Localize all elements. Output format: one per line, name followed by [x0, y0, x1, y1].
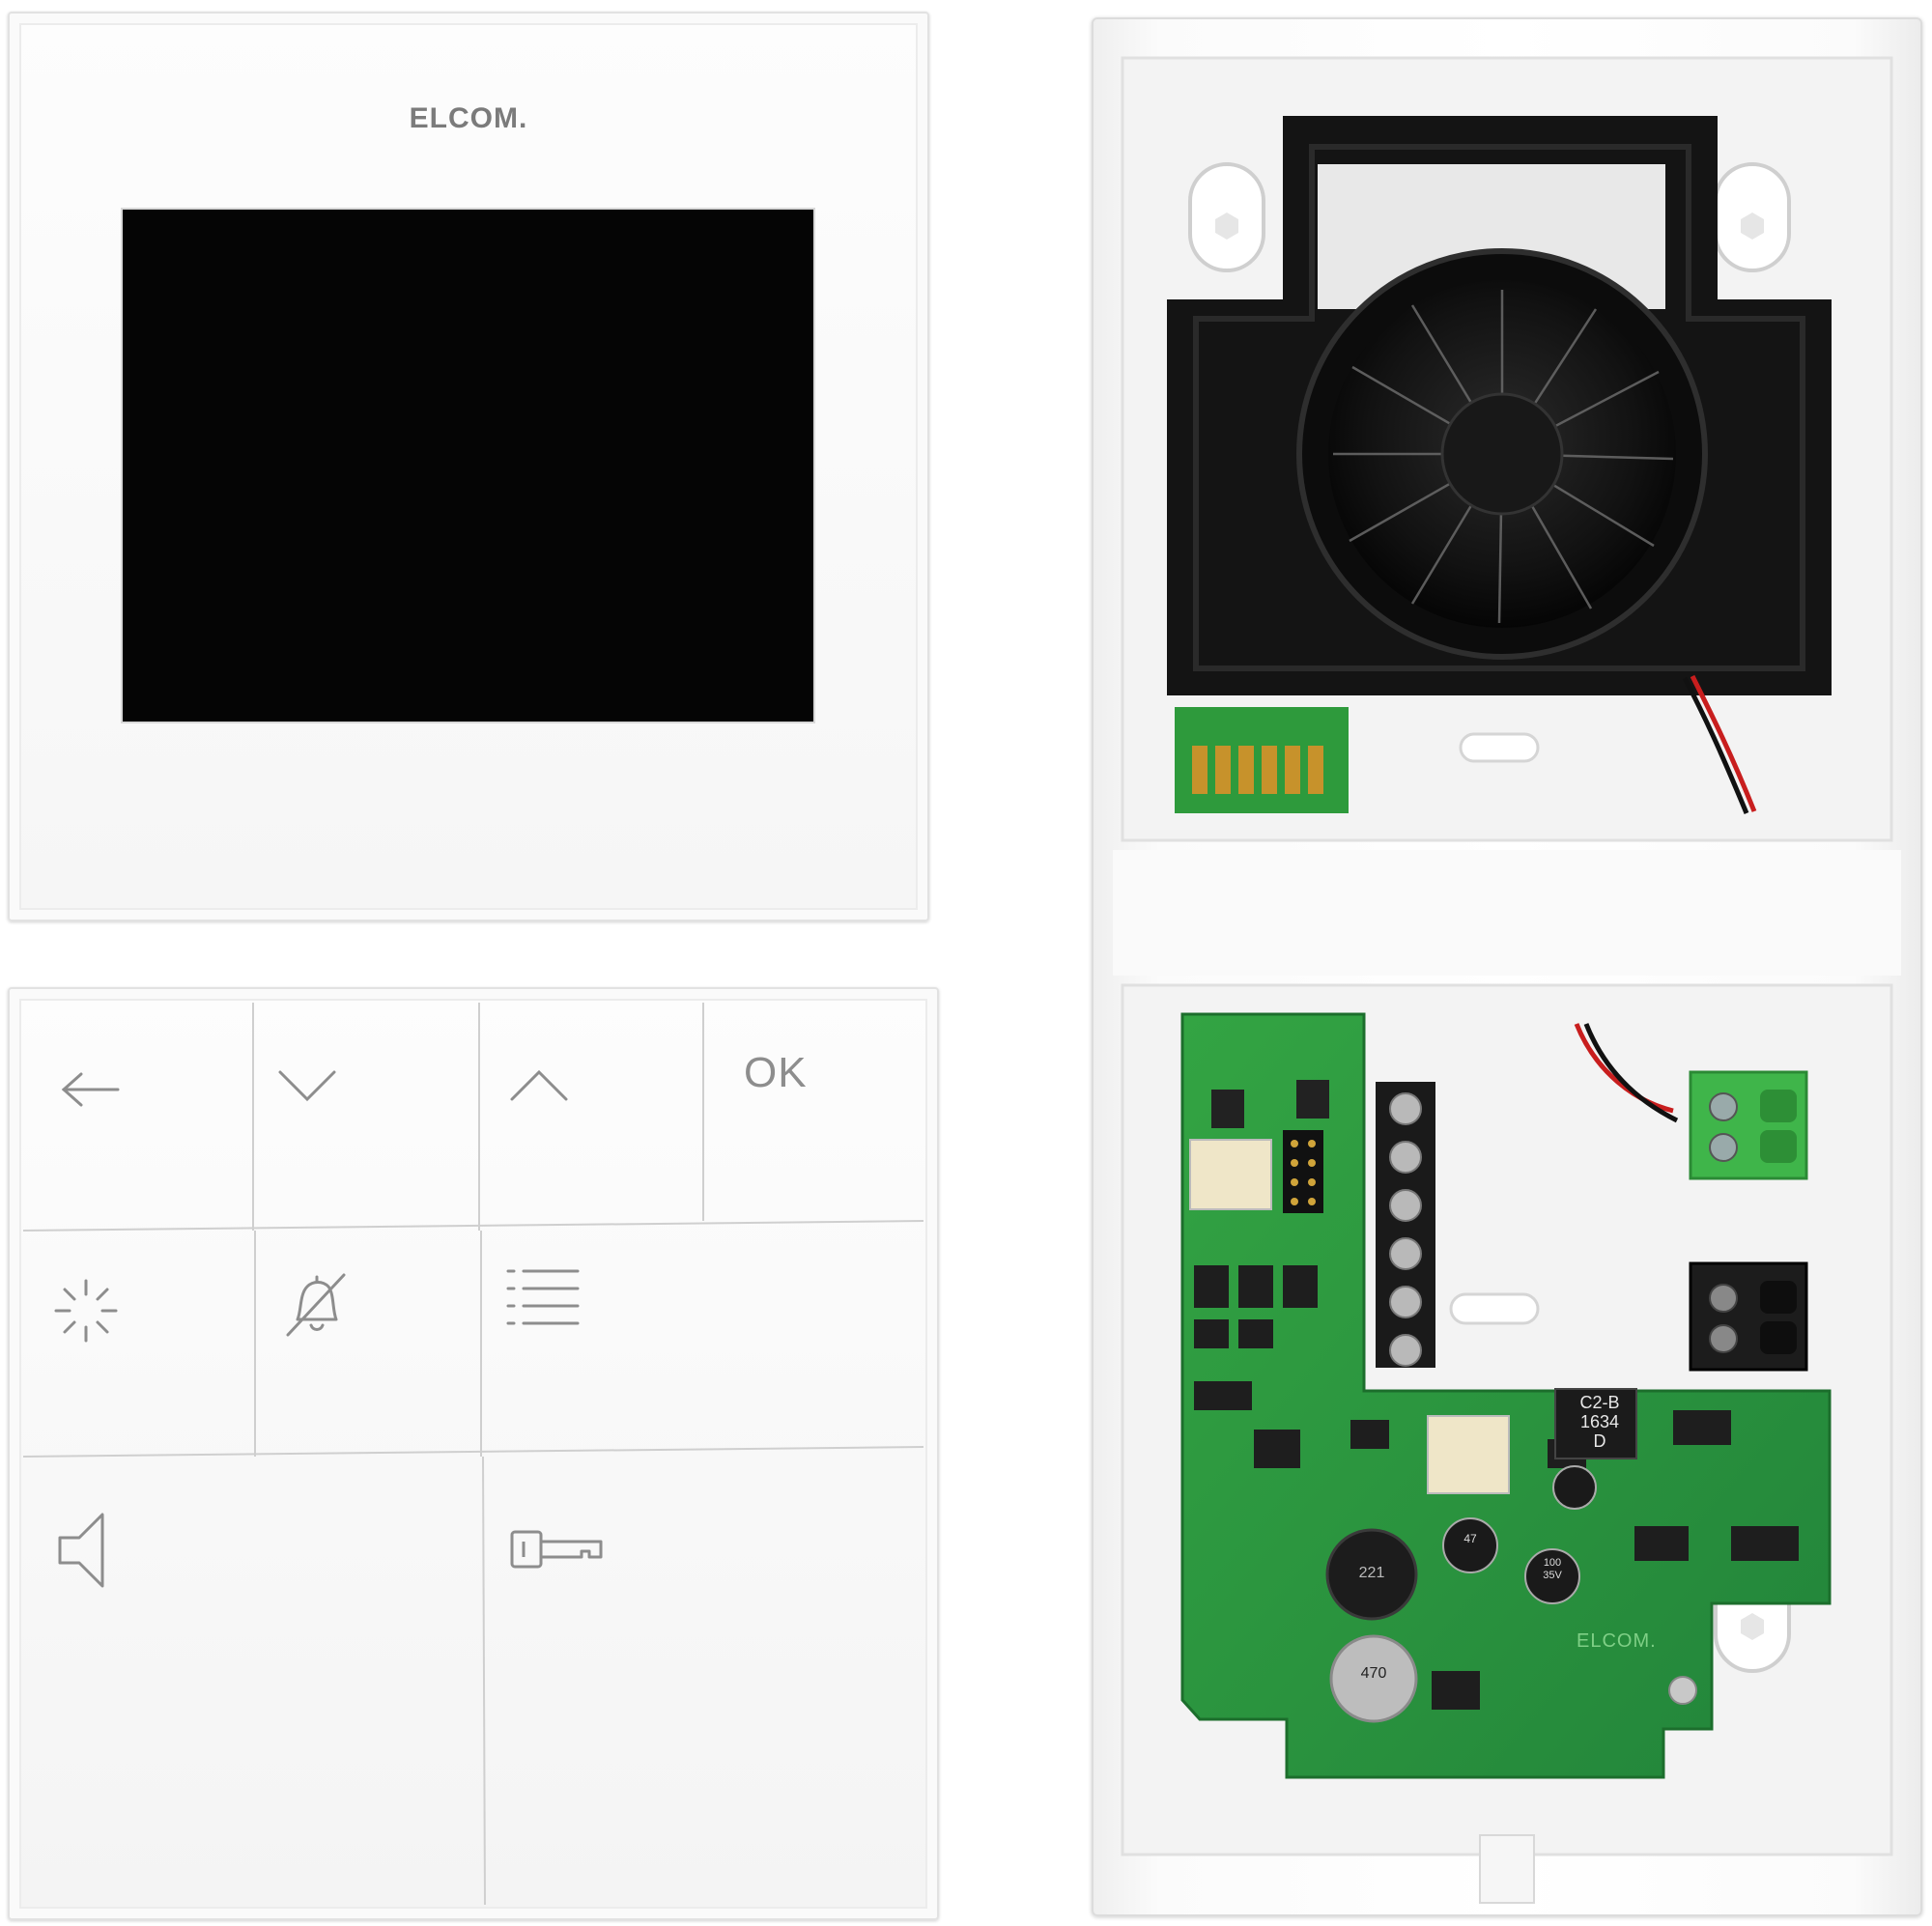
light-burst-icon	[54, 1279, 118, 1343]
cap-marking-47: 47	[1463, 1532, 1477, 1545]
cap-marking-100-line-2: 35V	[1543, 1570, 1562, 1581]
chip-marking-line-1: C2-B	[1579, 1393, 1620, 1412]
chip-marking: C2-B 1634 D	[1561, 1393, 1638, 1451]
bell-off-icon	[286, 1273, 346, 1337]
cap-marking-100: 100 35V	[1533, 1557, 1572, 1582]
down-key[interactable]	[253, 1003, 479, 1231]
back-key[interactable]	[23, 1003, 253, 1231]
ok-key[interactable]: OK	[703, 1003, 923, 1221]
speak-key[interactable]	[23, 1457, 483, 1905]
chip-marking-line-3: D	[1593, 1431, 1606, 1451]
display-screen	[121, 208, 815, 723]
cap-marking-100-line-1: 100	[1543, 1557, 1562, 1569]
keypad-panel: OK	[8, 987, 939, 1920]
menu-key[interactable]	[481, 1231, 923, 1453]
monitor-panel: ELCOM.	[8, 12, 929, 921]
mute-bell-key[interactable]	[255, 1231, 481, 1457]
inductor-marking: 221	[1358, 1565, 1385, 1581]
keypad-grid-lines	[22, 1003, 924, 1906]
ok-label: OK	[744, 1049, 808, 1096]
chevron-up-icon	[510, 1069, 568, 1101]
pcb-brand-marking: ELCOM.	[1577, 1630, 1657, 1652]
key-icon	[510, 1530, 603, 1569]
brand-logo: ELCOM.	[409, 102, 528, 134]
housing-interior	[1113, 56, 1901, 1904]
chevron-down-icon	[278, 1070, 336, 1102]
cap-marking-470: 470	[1360, 1665, 1387, 1682]
door-open-key[interactable]	[483, 1457, 923, 1905]
main-pcb	[1180, 1012, 1832, 1779]
speaker-icon	[58, 1513, 104, 1588]
arrow-left-icon	[61, 1072, 120, 1107]
light-key[interactable]	[23, 1231, 255, 1457]
list-icon	[506, 1269, 580, 1325]
intercom-housing: C2-B 1634 D 221 470 100 35V 47 ELCOM.	[1092, 17, 1922, 1916]
chip-marking-line-2: 1634	[1579, 1412, 1620, 1431]
up-key[interactable]	[479, 1003, 703, 1231]
